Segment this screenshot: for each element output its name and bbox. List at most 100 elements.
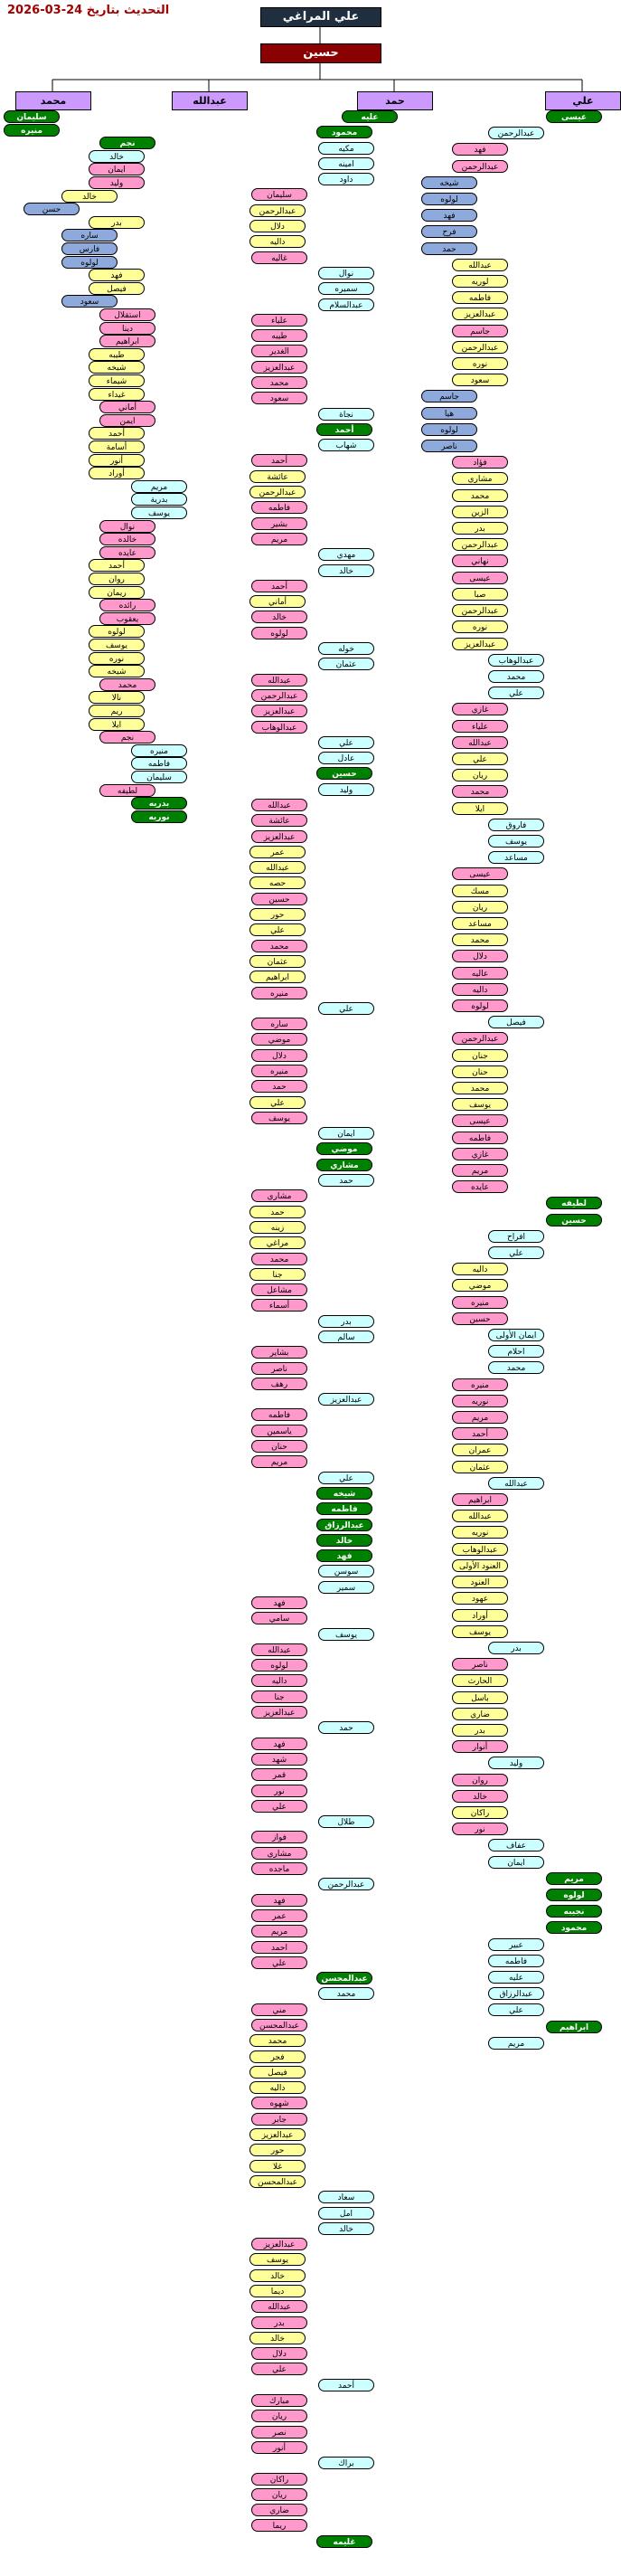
person-node: فهد: [251, 1596, 307, 1609]
person-node: ريمان: [89, 585, 145, 599]
person-node: جنان: [452, 1048, 508, 1062]
person-node: عبدالعزيز: [251, 705, 307, 718]
person-node: خالد: [249, 2268, 306, 2282]
person-node: حور: [249, 2144, 306, 2157]
person-node: بدريه: [131, 797, 187, 810]
person-node: خالد: [61, 189, 118, 203]
person-node: علي: [318, 1001, 374, 1015]
person-node: محمد: [251, 939, 307, 952]
person-node: علي: [251, 1956, 307, 1969]
person-node: حسن: [24, 203, 80, 216]
person-node: فواز: [251, 1831, 307, 1844]
person-node: منيره: [251, 986, 307, 999]
person-node: فهد: [251, 1893, 307, 1907]
person-node: لطيفه: [546, 1197, 602, 1210]
person-node: يوسف: [251, 1111, 307, 1124]
person-node: نوال: [99, 519, 155, 533]
person-node: ياسمين: [251, 1424, 307, 1437]
tree-title: علي المراغي: [260, 7, 381, 27]
person-node: فاطمه: [251, 1408, 307, 1422]
person-node: نصر: [251, 2425, 307, 2439]
person-node: عبدالله: [251, 673, 307, 687]
person-node: ريان: [251, 2487, 307, 2501]
person-node: نوره: [452, 620, 508, 634]
person-node: لولوه: [251, 1659, 307, 1672]
person-node: سليمان: [131, 771, 187, 783]
person-node: الغدير: [251, 345, 307, 358]
person-node: ابراهيم: [546, 2020, 602, 2033]
person-node: احلام: [488, 1345, 544, 1359]
person-node: محمد: [99, 677, 155, 691]
person-node: علي: [318, 1471, 374, 1484]
person-node: مهدي: [318, 548, 374, 562]
person-node: مريم: [131, 479, 187, 493]
person-node: العنود الأولى: [452, 1558, 508, 1572]
person-node: نوريه: [131, 810, 187, 823]
person-node: ايلا: [452, 801, 508, 815]
person-node: عائشة: [251, 814, 307, 828]
person-node: منيره: [452, 1378, 508, 1391]
person-node: أحمد: [89, 427, 145, 440]
person-node: شيخه: [89, 361, 145, 374]
person-node: ديما: [249, 2284, 306, 2297]
person-node: عثمان: [249, 954, 306, 968]
person-node: مراغي: [249, 1236, 306, 1250]
person-node: روان: [89, 573, 145, 585]
person-node: عليه: [342, 110, 398, 123]
person-node: علي: [249, 923, 306, 937]
person-node: مشاري: [251, 1189, 307, 1203]
person-node: دلال: [251, 2347, 307, 2361]
person-node: غليمه: [316, 2534, 372, 2548]
branch-mohammed: محمد: [15, 91, 91, 110]
person-node: عثمان: [318, 658, 374, 671]
person-node: أوراد: [452, 1608, 508, 1622]
person-node: منيره: [4, 123, 60, 137]
person-node: موضي: [316, 1142, 372, 1156]
person-node: عبدالرحمن: [488, 127, 544, 140]
person-node: نجيبه: [546, 1905, 602, 1918]
person-node: طيبه: [251, 329, 307, 343]
person-node: سمير: [318, 1580, 374, 1594]
person-node: حصه: [249, 876, 306, 890]
person-node: أحمد: [89, 559, 145, 573]
person-node: نجاة: [318, 407, 374, 421]
person-node: عبدالمحسن: [249, 2174, 306, 2188]
person-node: منيره: [131, 743, 187, 757]
person-node: عبدالرحمن: [249, 204, 306, 217]
person-node: دلال: [452, 950, 508, 963]
person-node: بدر: [488, 1641, 544, 1654]
person-node: أحمد: [316, 422, 372, 436]
person-node: حمد: [249, 1205, 306, 1218]
person-node: سعود: [61, 295, 118, 308]
person-node: علي: [249, 1095, 306, 1109]
person-node: يوسف: [89, 639, 145, 651]
person-node: أنوار: [452, 1740, 508, 1754]
person-node: حسين: [546, 1213, 602, 1226]
person-node: داليه: [251, 1674, 307, 1688]
person-node: أحمد: [318, 2378, 374, 2391]
person-node: نور: [251, 1784, 307, 1797]
person-node: سعود: [251, 392, 307, 405]
person-node: فاطمه: [452, 1131, 508, 1144]
person-node: شيخه: [316, 1486, 372, 1500]
person-node: علي: [452, 752, 508, 765]
person-node: موضي: [452, 1279, 508, 1293]
person-node: استقلال: [99, 308, 155, 321]
person-node: دلال: [251, 1048, 307, 1062]
person-node: خالد: [251, 611, 307, 624]
person-node: مشاري: [251, 1846, 307, 1860]
person-node: محمود: [546, 1921, 602, 1935]
person-node: مريم: [251, 1925, 307, 1938]
person-node: حسين: [316, 767, 372, 781]
person-node: عبدالله: [488, 1476, 544, 1490]
person-node: نوريه: [452, 1526, 508, 1539]
person-node: عبدالعزيز: [251, 360, 307, 374]
person-node: أحمد: [251, 454, 307, 468]
person-node: راكان: [251, 2472, 307, 2486]
root-node: حسين: [260, 43, 381, 63]
person-node: ابراهيم: [99, 335, 155, 348]
person-node: فيصل: [89, 281, 145, 295]
person-node: عفاف: [488, 1839, 544, 1852]
person-node: بشير: [251, 516, 307, 530]
